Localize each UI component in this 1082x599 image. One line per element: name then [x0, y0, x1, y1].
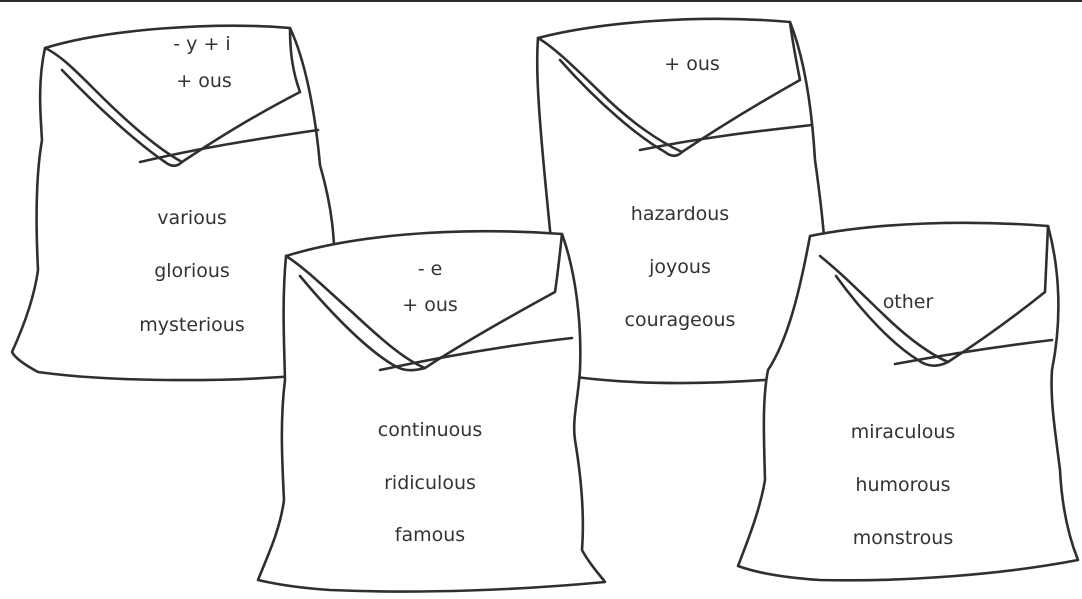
- sack-1-label-line-2: + ous: [176, 72, 232, 91]
- sack-1-label-line-1: - y + i: [173, 35, 230, 54]
- sack-3-label-line-1: + ous: [664, 55, 720, 74]
- sack-3-word-3: courageous: [625, 311, 736, 330]
- sack-4-word-1: miraculous: [851, 423, 956, 442]
- sack-2-word-3: famous: [395, 526, 465, 545]
- sack-4-word-3: monstrous: [853, 529, 953, 548]
- sack-2-word-1: continuous: [378, 421, 483, 440]
- sack-3-word-2: joyous: [649, 258, 711, 277]
- sack-2-word-2: ridiculous: [384, 474, 476, 493]
- sack-1-word-1: various: [157, 209, 227, 228]
- sack-2-label-line-2: + ous: [402, 296, 458, 315]
- sack-4-word-2: humorous: [855, 476, 950, 495]
- sack-1-word-3: mysterious: [139, 316, 244, 335]
- sack-1-word-2: glorious: [154, 262, 230, 281]
- sack-4-label-line-1: other: [883, 293, 934, 312]
- sack-2-label-line-1: - e: [418, 260, 443, 279]
- sack-3-word-1: hazardous: [631, 205, 729, 224]
